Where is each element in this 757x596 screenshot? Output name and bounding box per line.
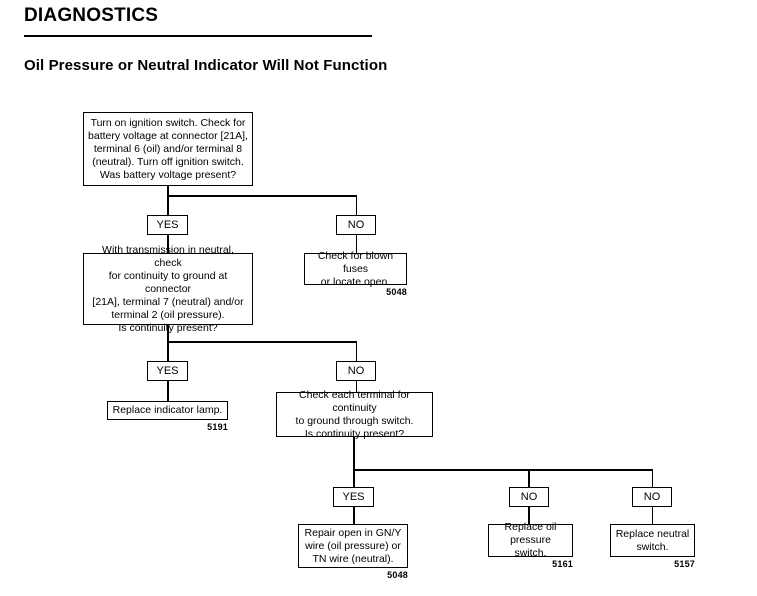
connector-no-to-q3 bbox=[355, 381, 357, 392]
action-box-replace-lamp-text: Replace indicator lamp. bbox=[112, 404, 223, 416]
connector-q1-to-yes bbox=[167, 195, 169, 216]
connector-q2-to-yes bbox=[167, 341, 169, 362]
decision-box-terminal-continuity-text: Check each terminal for continuity to gr… bbox=[295, 388, 414, 440]
branch-label-q3-no-1-text: NO bbox=[520, 491, 538, 503]
branch-label-q3-no-2-text: NO bbox=[643, 491, 661, 503]
decision-box-continuity-ground: With transmission in neutral, check for … bbox=[83, 244, 253, 334]
page-subtitle: Oil Pressure or Neutral Indicator Will N… bbox=[24, 57, 388, 74]
connector-q3-split-bar bbox=[353, 469, 653, 471]
action-box-check-fuses: Check for blown fuses or locate open. bbox=[304, 250, 407, 288]
action-box-replace-oil-switch: Replace oil pressure switch. bbox=[488, 521, 573, 559]
branch-label-q3-yes-text: YES bbox=[342, 491, 365, 503]
connector-q1-split-bar bbox=[167, 195, 357, 197]
ref-number-fuses: 5048 bbox=[386, 287, 407, 297]
decision-box-continuity-ground-text: With transmission in neutral, check for … bbox=[92, 243, 244, 334]
branch-label-q1-no: NO bbox=[336, 215, 376, 235]
branch-label-q1-yes-text: YES bbox=[156, 219, 179, 231]
connector-q3-to-yes bbox=[353, 469, 355, 488]
ref-number-lamp: 5191 bbox=[207, 422, 228, 432]
connector-q2-stem bbox=[167, 325, 169, 342]
connector-yes-to-q2 bbox=[167, 235, 169, 253]
connector-q2-split-bar bbox=[167, 341, 357, 343]
action-box-replace-oil-switch-text: Replace oil pressure switch. bbox=[504, 521, 557, 559]
connector-no-to-fuses bbox=[355, 235, 357, 253]
action-box-replace-neutral-switch: Replace neutral switch. bbox=[610, 524, 695, 557]
connector-yes-to-lamp bbox=[167, 381, 169, 401]
title-divider bbox=[24, 35, 372, 37]
decision-box-battery-voltage-text: Turn on ignition switch. Check for batte… bbox=[88, 116, 248, 181]
branch-label-q2-no-text: NO bbox=[347, 365, 365, 377]
connector-yes-to-repair bbox=[353, 507, 355, 524]
connector-q3-to-no-1 bbox=[528, 469, 530, 488]
branch-label-q2-yes: YES bbox=[147, 361, 188, 381]
branch-label-q2-yes-text: YES bbox=[156, 365, 179, 377]
decision-box-terminal-continuity: Check each terminal for continuity to gr… bbox=[276, 389, 433, 440]
branch-label-q1-no-text: NO bbox=[347, 219, 365, 231]
branch-label-q2-no: NO bbox=[336, 361, 376, 381]
connector-no-to-neutral-switch bbox=[651, 507, 653, 524]
connector-q3-to-no-2 bbox=[651, 469, 653, 488]
connector-q3-stem bbox=[353, 437, 355, 470]
connector-no-to-oil-switch bbox=[528, 507, 530, 524]
ref-number-repair: 5048 bbox=[387, 570, 408, 580]
branch-label-q1-yes: YES bbox=[147, 215, 188, 235]
action-box-repair-open: Repair open in GN/Y wire (oil pressure) … bbox=[298, 524, 408, 568]
action-box-check-fuses-text: Check for blown fuses or locate open. bbox=[317, 249, 394, 288]
action-box-replace-lamp: Replace indicator lamp. bbox=[107, 401, 228, 420]
decision-box-battery-voltage: Turn on ignition switch. Check for batte… bbox=[83, 112, 253, 186]
connector-q1-to-no bbox=[355, 195, 357, 216]
action-box-replace-neutral-switch-text: Replace neutral switch. bbox=[615, 527, 690, 553]
connector-q1-stem bbox=[167, 186, 169, 196]
ref-number-neutral-switch: 5157 bbox=[674, 559, 695, 569]
branch-label-q3-no-2: NO bbox=[632, 487, 672, 507]
branch-label-q3-no-1: NO bbox=[509, 487, 549, 507]
ref-number-oil-switch: 5161 bbox=[552, 559, 573, 569]
branch-label-q3-yes: YES bbox=[333, 487, 374, 507]
action-box-repair-open-text: Repair open in GN/Y wire (oil pressure) … bbox=[304, 526, 402, 565]
page-title: DIAGNOSTICS bbox=[24, 5, 159, 26]
connector-q2-to-no bbox=[355, 341, 357, 362]
